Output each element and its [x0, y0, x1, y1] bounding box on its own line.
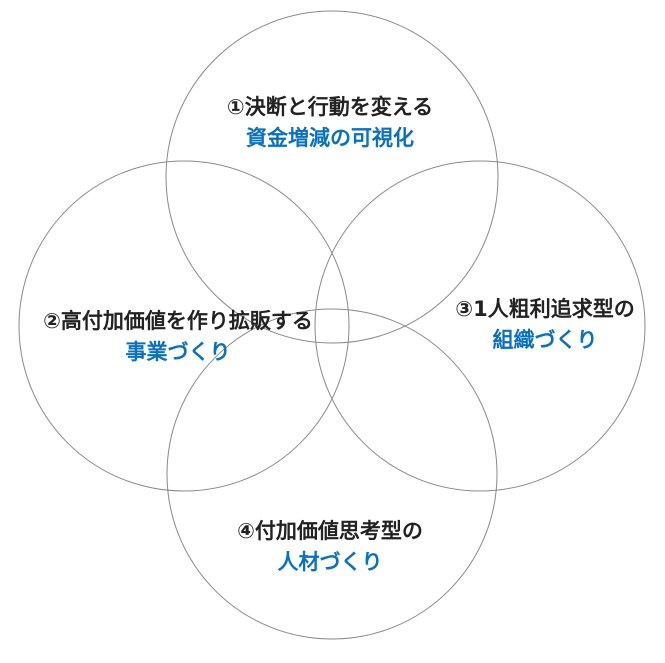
- circle-bottom: [166, 308, 498, 640]
- label-subtitle: 事業づくり: [125, 340, 231, 364]
- label-subtitle: 資金増減の可視化: [246, 126, 414, 150]
- label-title: ④付加価値思考型の: [237, 519, 423, 543]
- label-title: ③1人粗利追求型の: [455, 297, 635, 321]
- label-top: ①決断と行動を変える 資金増減の可視化: [227, 92, 433, 154]
- circle-right: [314, 160, 646, 492]
- label-subtitle: 組織づくり: [492, 328, 598, 352]
- label-bottom: ④付加価値思考型の 人材づくり: [237, 516, 423, 578]
- label-subtitle: 人材づくり: [277, 550, 383, 574]
- label-right: ③1人粗利追求型の 組織づくり: [455, 294, 634, 356]
- label-title: ①決断と行動を変える: [226, 95, 434, 119]
- label-title: ②高付加価値を作り拡販する: [43, 309, 313, 333]
- circle-top: [165, 10, 499, 344]
- label-left: ②高付加価値を作り拡販する 事業づくり: [43, 306, 313, 368]
- circle-left: [18, 160, 350, 492]
